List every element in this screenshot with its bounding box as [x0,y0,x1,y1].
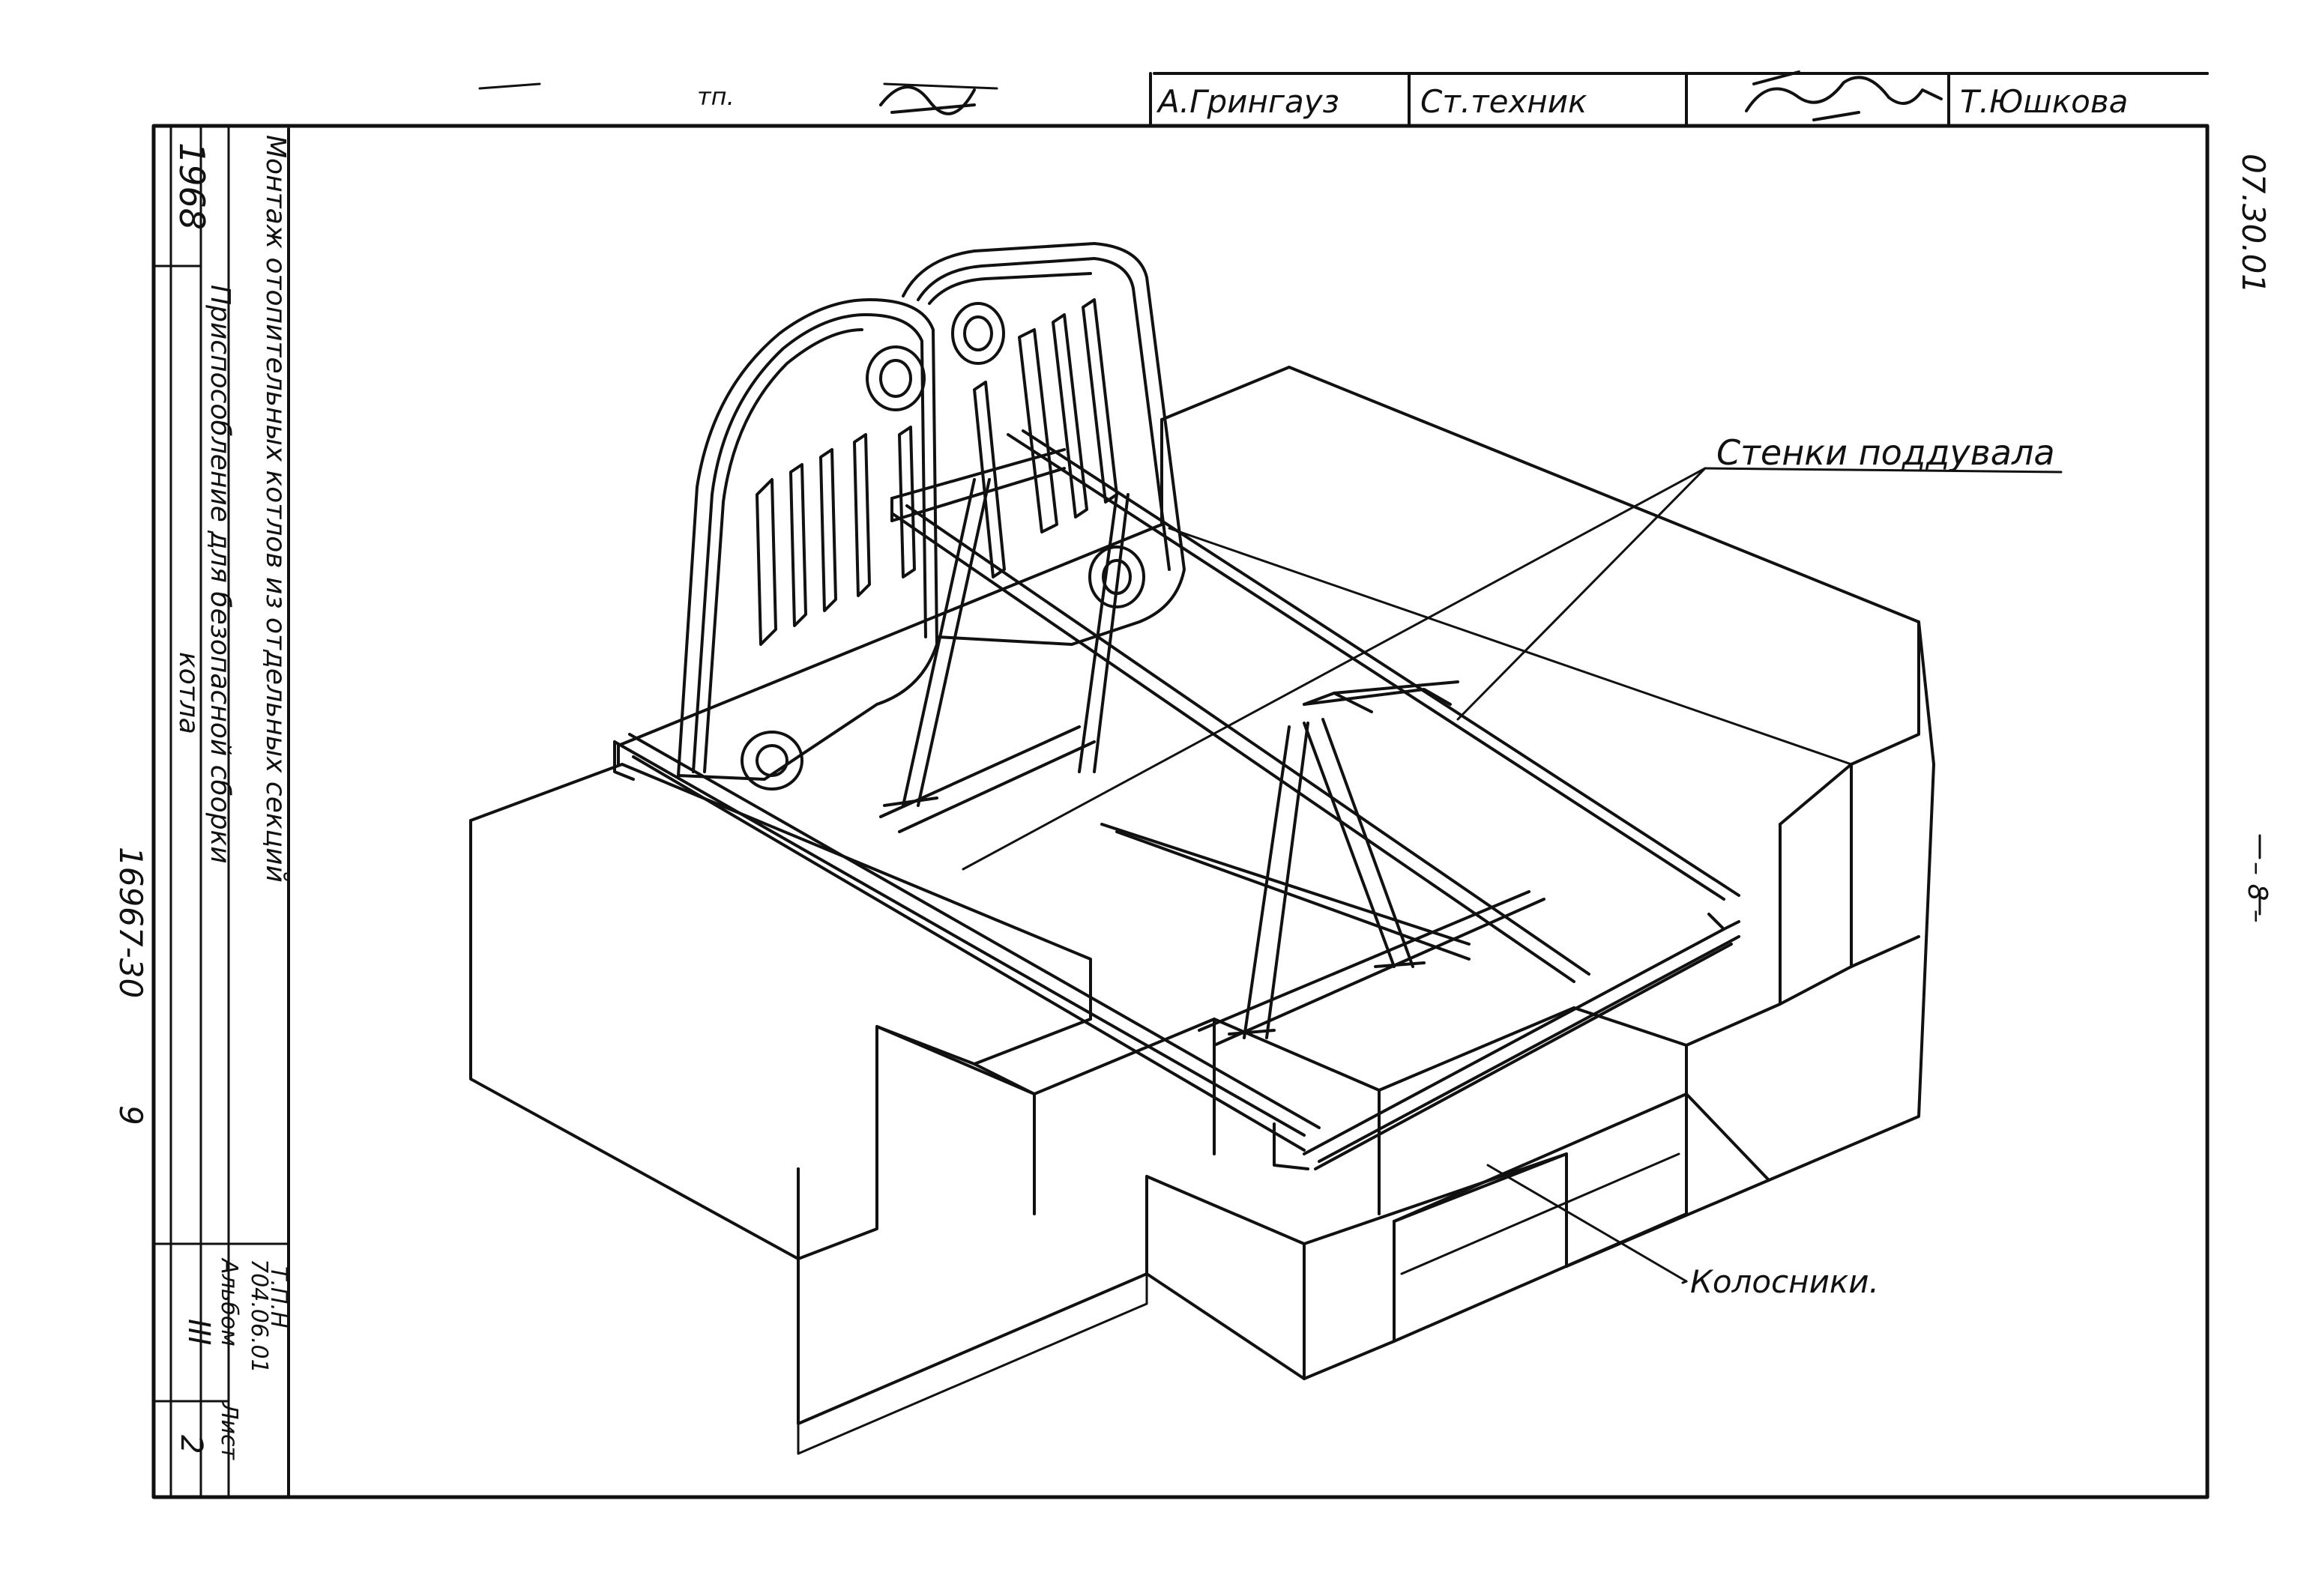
checker-name: Т.Юшкова [1960,83,2128,120]
archive-page: 9 [112,1105,149,1125]
drawing-code: 07.30.01 [2235,154,2272,294]
top-title-block [478,72,2209,127]
sheet-frame [151,124,2210,1499]
boiler-section-right [902,242,1186,646]
assembly-rails [613,429,1740,1170]
series-label: Т.П.Н [265,1266,292,1329]
year: 1968 [172,142,212,230]
title-line-3: котла [173,652,204,734]
page-mark: – 8 – [2242,862,2273,923]
album-number: III [181,1319,216,1345]
title-line-1: Монтаж отопительных котлов из отдельных … [260,135,291,883]
concrete-foundation [469,366,1935,1455]
sheet-number: 2 [174,1435,208,1454]
album-label: Альбом [216,1257,242,1346]
series-code: 704.06.01 [246,1259,272,1373]
position-title: Ст.техник [1420,83,1587,120]
label-grates: Колосники. [1690,1263,1879,1300]
title-line-2: Приспособление для безопасной сборки [205,285,235,864]
author-name: А.Грингауз [1156,83,1339,120]
sheet-label: Лист [216,1402,242,1461]
boiler-section-left [677,298,938,791]
signature-scribble [879,70,1943,121]
archive-number: 16967-30 [112,847,149,998]
faded-note: тп. [697,82,735,111]
leader-lines [962,467,2063,1284]
label-walls: Стенки поддувала [1716,432,2055,473]
